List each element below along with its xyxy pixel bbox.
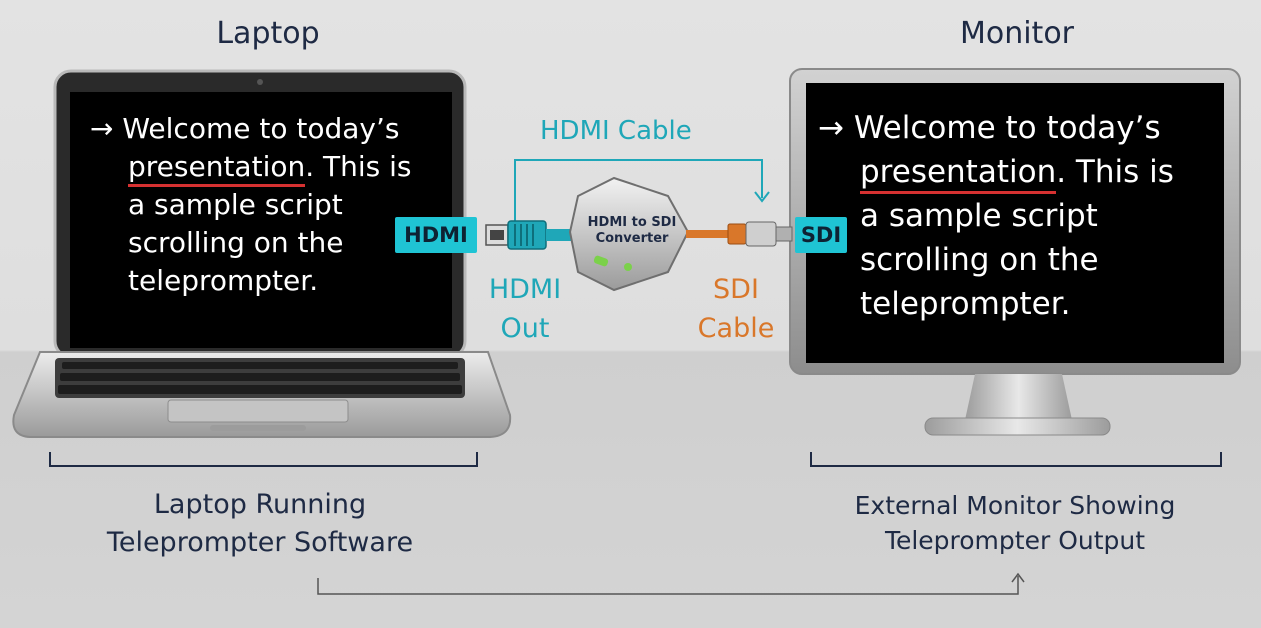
monitor-heading: Monitor: [959, 16, 1075, 51]
hdmi-port-tag: HDMI: [395, 217, 477, 253]
monitor-screen-text: → Welcome to today’s presentation. This …: [818, 110, 1174, 323]
sdi-cable-label: SDI Cable: [697, 274, 775, 345]
monitor-arrow-icon: →: [818, 110, 844, 146]
monitor-icon: [789, 68, 1241, 436]
monitor-bracket: [810, 452, 1222, 467]
hdmi-arrow-icon: [754, 191, 770, 203]
laptop-heading: Laptop: [216, 16, 320, 51]
laptop-screen-text: → Welcome to today’s presentation. This …: [90, 112, 412, 298]
bottom-connector-line: [317, 576, 1019, 595]
laptop-caption: Laptop Running Teleprompter Software: [106, 489, 414, 558]
hdmi-cable-line: [514, 159, 763, 230]
converter-box-icon: [568, 176, 690, 292]
monitor-caption: External Monitor Showing Teleprompter Ou…: [854, 491, 1176, 555]
bottom-arrow-icon: [1011, 572, 1025, 583]
converter-label: HDMI to SDI Converter: [587, 215, 677, 247]
laptop-bracket: [49, 452, 478, 467]
hdmi-cable-label: HDMI Cable: [540, 116, 692, 146]
sdi-port-tag: SDI: [795, 217, 847, 253]
sdi-cable-icon: [686, 221, 793, 247]
hdmi-out-label: HDMI Out: [488, 274, 562, 345]
laptop-arrow-icon: →: [90, 112, 114, 145]
hdmi-plug-icon: [485, 220, 576, 250]
laptop-icon: [12, 69, 512, 438]
